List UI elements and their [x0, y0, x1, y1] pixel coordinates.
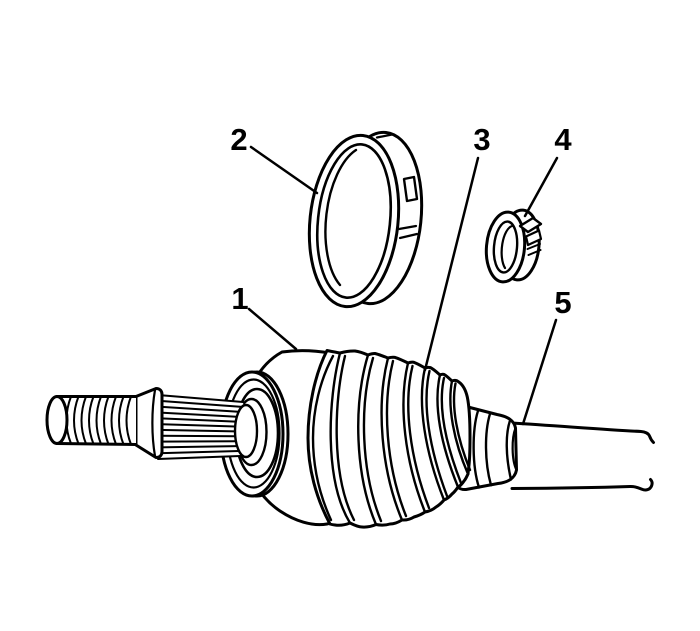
callout-labels: 1 2 3 4 5 [230, 122, 572, 320]
callout-label-3: 3 [473, 122, 490, 157]
callout-leader-1 [247, 307, 298, 351]
spline-hub-bore [233, 403, 259, 459]
callout-label-4: 4 [554, 122, 572, 157]
clamp-band-slot [402, 175, 419, 203]
spline-shaft [157, 394, 259, 460]
clamp-buckle [518, 216, 543, 234]
small-boot-clamp [484, 208, 543, 284]
callout-label-5: 5 [554, 285, 571, 320]
callout-leader-4 [523, 156, 559, 218]
callout-leader-5 [521, 318, 558, 426]
callout-leader-2 [249, 145, 319, 195]
cv-boot [306, 349, 472, 529]
callout-leaders [247, 145, 559, 426]
callout-label-1: 1 [231, 281, 248, 316]
boot-convolution-arcs [311, 351, 472, 526]
stub-shaft-tip [45, 395, 69, 445]
threaded-stub-shaft [45, 395, 138, 446]
callout-label-2: 2 [230, 122, 247, 157]
large-boot-clamp [307, 130, 424, 309]
thread-crests [65, 395, 132, 446]
shaft-step-collar [134, 387, 164, 459]
callout-leader-3 [423, 156, 480, 372]
axle-shaft [510, 421, 655, 492]
